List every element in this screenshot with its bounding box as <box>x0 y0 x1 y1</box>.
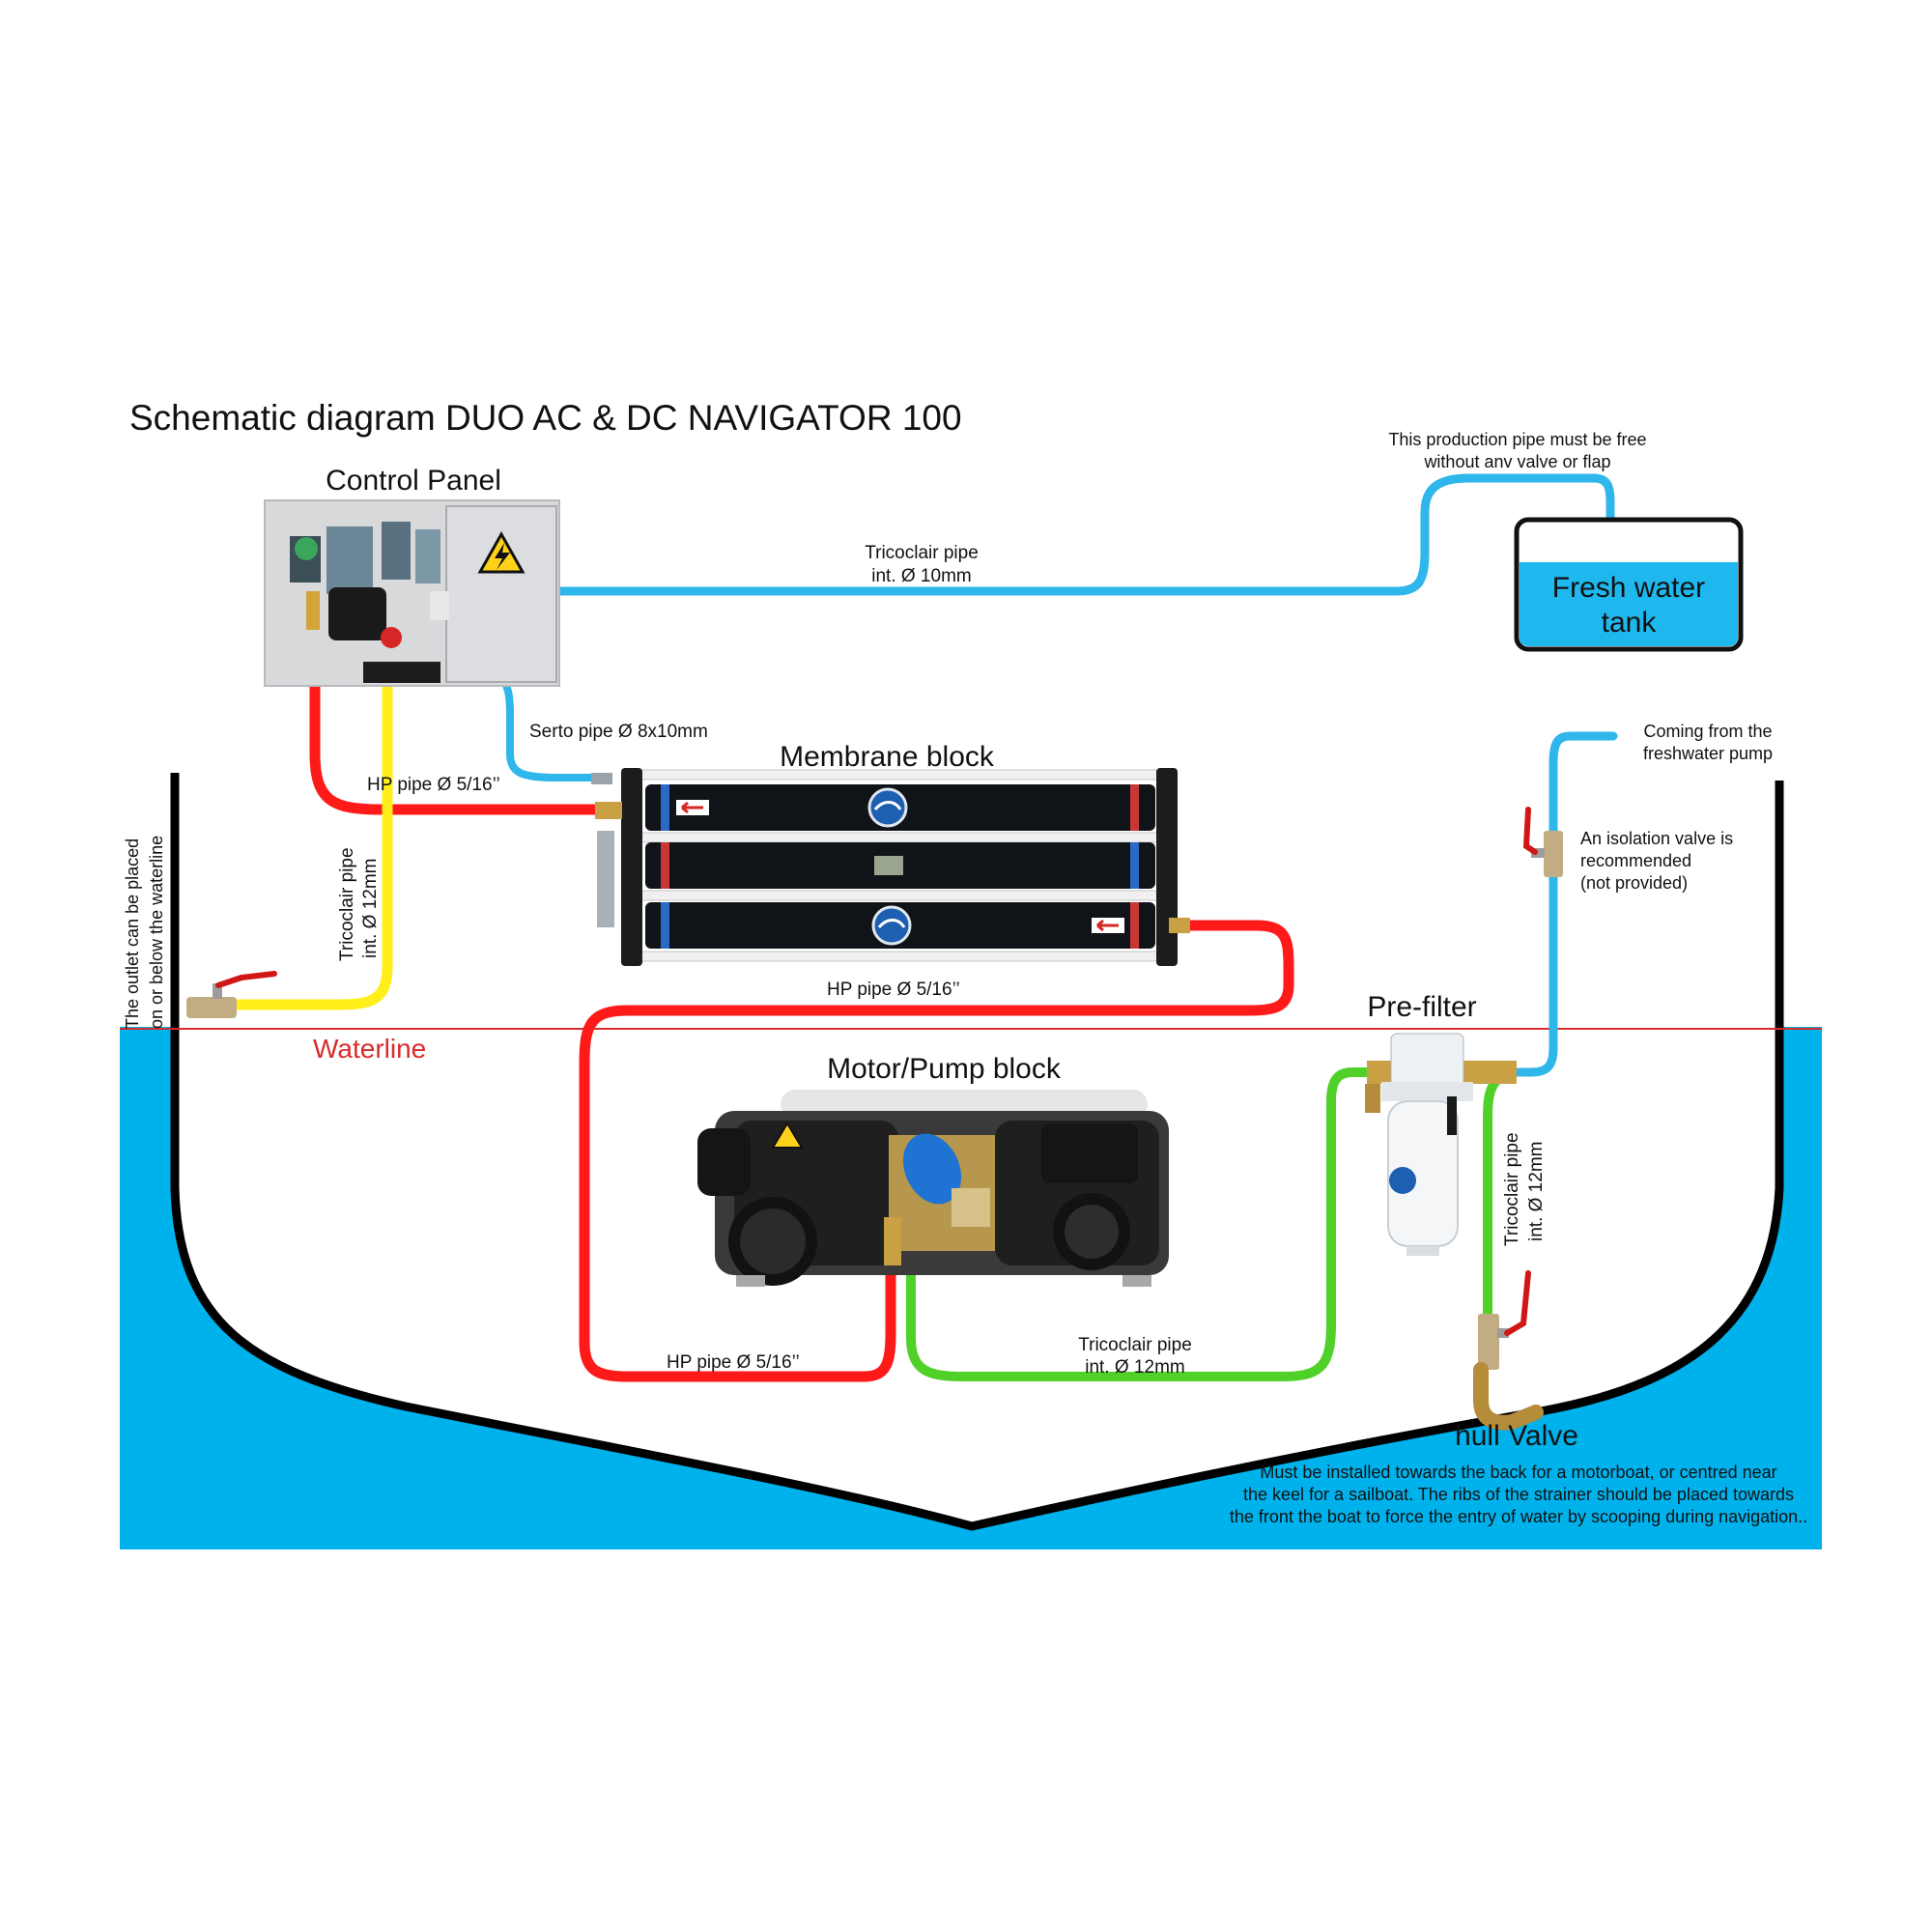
membrane-block-label: Membrane block <box>780 741 995 773</box>
feed-pipe <box>906 1067 1372 1381</box>
production-pipe-label-2: int. Ø 10mm <box>871 566 971 586</box>
isolation-valve-note-2: recommended <box>1580 851 1691 870</box>
membrane-block: Membrane block <box>591 741 1190 966</box>
pre-filter-label: Pre-filter <box>1367 991 1476 1023</box>
intake-pipe-label-2: int. Ø 12mm <box>1526 1142 1547 1241</box>
production-free-note-2: without anv valve or flap <box>1423 452 1610 471</box>
hp-pipe-lower-label: HP pipe Ø 5/16’’ <box>667 1352 800 1373</box>
hp-pipe-upper <box>309 612 605 815</box>
hull-valve-label: hull Valve <box>1455 1420 1578 1452</box>
hp-pipe-middle-label: HP pipe Ø 5/16’’ <box>827 980 960 1000</box>
hull-valve-note-1: Must be installed towards the back for a… <box>1260 1463 1776 1482</box>
hull-interior <box>175 1027 1779 1526</box>
freshwater-supply-pipe <box>1512 731 1618 1077</box>
freshwater-pump-note-1: Coming from the <box>1643 722 1772 741</box>
motor-pump-block-label: Motor/Pump block <box>827 1053 1062 1085</box>
brine-pipe <box>231 675 393 1010</box>
membrane-logo-icon <box>867 787 908 828</box>
feed-pipe-label-1: Tricoclair pipe <box>1078 1335 1192 1355</box>
valve-handle-icon <box>1522 807 1538 855</box>
diagram-title: Schematic diagram DUO AC & DC NAVIGATOR … <box>129 398 962 438</box>
isolation-valve <box>1522 807 1563 877</box>
brine-pipe-label-1: Tricoclair pipe <box>337 847 357 961</box>
fresh-water-tank-label-1: Fresh water <box>1552 572 1705 604</box>
valve-handle-icon <box>215 971 277 988</box>
hull-valve-note-3: the front the boat to force the entry of… <box>1230 1507 1807 1526</box>
production-free-note-1: This production pipe must be free <box>1388 430 1646 449</box>
hp-pipe-loop <box>579 920 1294 1382</box>
control-panel-label: Control Panel <box>326 465 501 497</box>
hull-outline <box>170 773 1784 1531</box>
motor-pump-block: Motor/Pump block <box>697 1053 1169 1287</box>
brine-pipe-label-2: int. Ø 12mm <box>360 859 381 958</box>
valve-handle-icon <box>1504 1270 1531 1336</box>
hp-pipe-upper-label: HP pipe Ø 5/16’’ <box>367 775 500 795</box>
outlet-note-1: The outlet can be placed <box>123 838 142 1029</box>
hull-valve-note-2: the keel for a sailboat. The ribs of the… <box>1243 1485 1794 1504</box>
high-voltage-warning-icon <box>477 530 526 574</box>
membrane-logo-icon <box>871 905 912 946</box>
pre-filter: Pre-filter <box>1365 991 1517 1256</box>
hull-valve: hull Valve <box>1455 1270 1578 1452</box>
isolation-valve-note-3: (not provided) <box>1580 873 1688 893</box>
serto-pipe-label: Serto pipe Ø 8x10mm <box>529 722 708 742</box>
fresh-water-tank-label-2: tank <box>1602 607 1658 639</box>
control-panel: Control Panel <box>264 465 560 687</box>
fresh-water-tank: Fresh water tank <box>1514 517 1744 652</box>
freshwater-pump-note-2: freshwater pump <box>1643 744 1773 763</box>
waterline-label: Waterline <box>313 1034 426 1064</box>
isolation-valve-note-1: An isolation valve is <box>1580 829 1733 848</box>
intake-pipe-label-1: Tricoclair pipe <box>1502 1132 1522 1246</box>
high-voltage-warning-icon <box>771 1122 804 1149</box>
feed-pipe-label-2: int. Ø 12mm <box>1085 1357 1184 1378</box>
outlet-note-2: on or below the waterline <box>147 836 166 1029</box>
outlet-valve <box>186 971 277 1018</box>
production-pipe-label-1: Tricoclair pipe <box>865 543 979 563</box>
